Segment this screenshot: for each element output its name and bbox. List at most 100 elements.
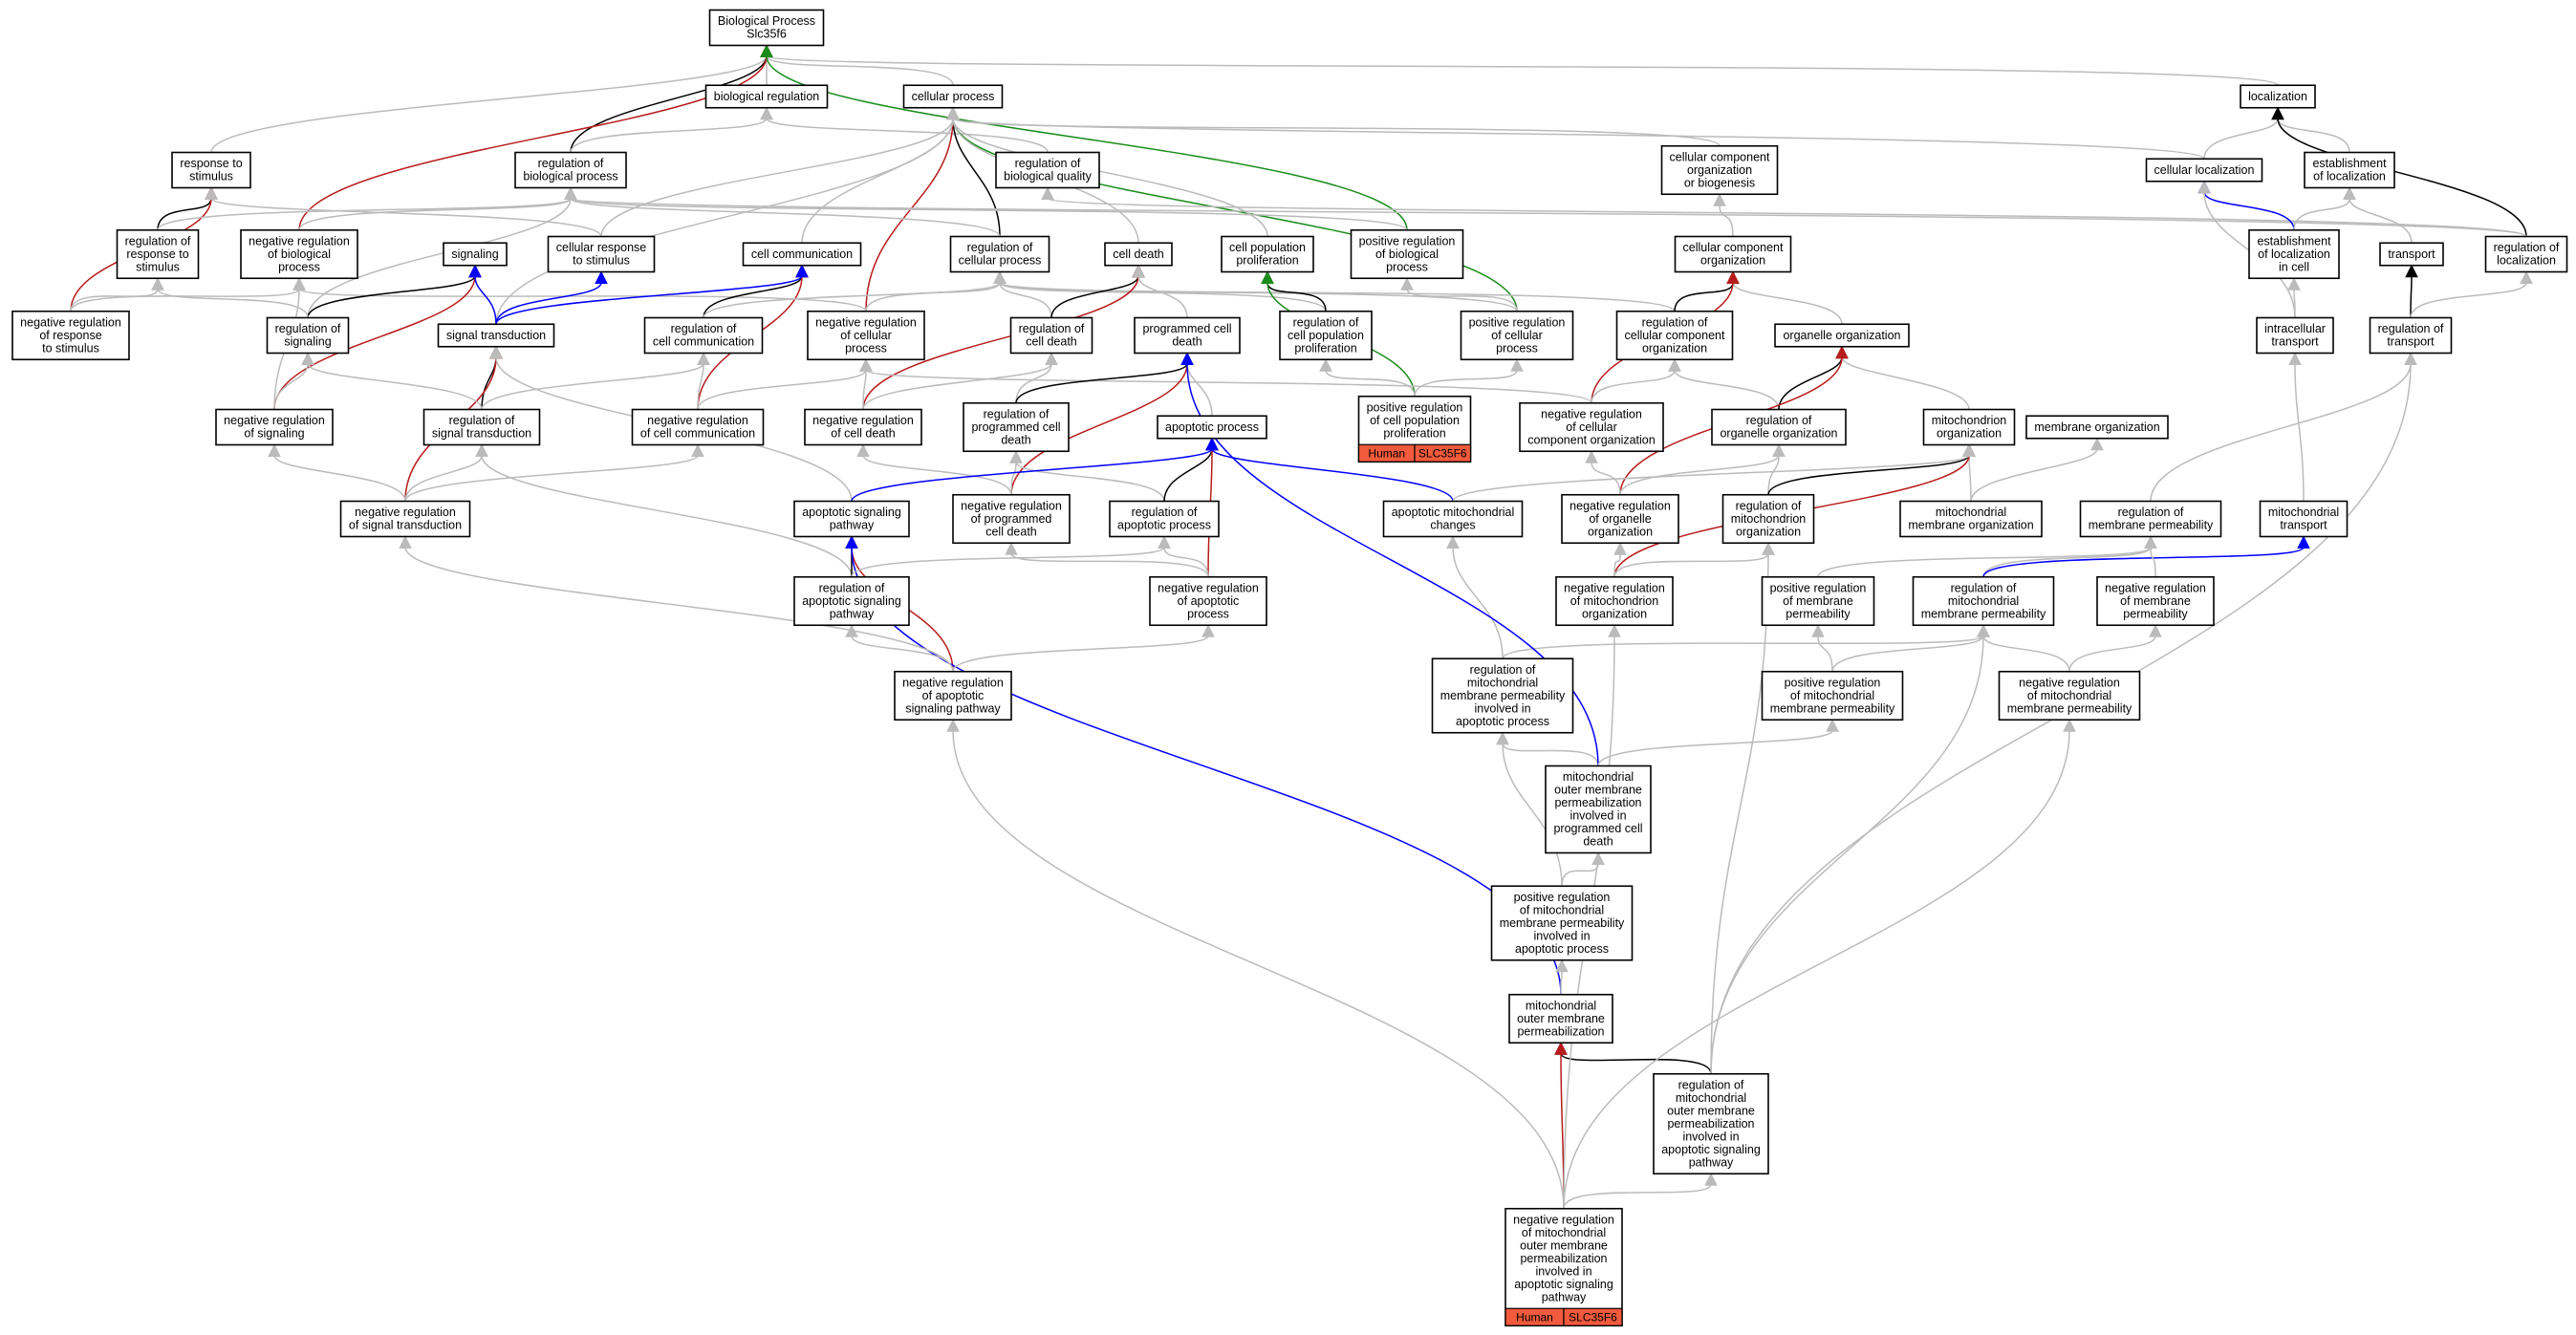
go-term-node-apop-proc[interactable]: apoptotic process bbox=[1157, 415, 1267, 440]
node-label-line: membrane organization bbox=[1908, 519, 2033, 532]
go-term-node-sig-trans[interactable]: signal transduction bbox=[437, 323, 555, 348]
node-label-line: apoptotic process bbox=[1165, 420, 1259, 434]
arrowhead bbox=[1668, 358, 1681, 372]
node-label-line: signaling pathway bbox=[905, 701, 1001, 715]
go-term-node-cell-proc[interactable]: cellular process bbox=[902, 84, 1004, 109]
go-term-node-cell-loc[interactable]: cellular localization bbox=[2145, 158, 2263, 183]
edge-regulates bbox=[1261, 270, 1327, 312]
edge-is-a bbox=[2203, 106, 2284, 160]
arrowhead bbox=[1132, 264, 1145, 278]
go-term-node-cell-death[interactable]: cell death bbox=[1104, 242, 1173, 267]
node-label-line: cellular component bbox=[1683, 241, 1784, 254]
go-term-node-transport[interactable]: transport bbox=[2379, 242, 2444, 267]
edge-occurs-in bbox=[1205, 437, 1454, 502]
edge-is-a bbox=[952, 624, 1215, 673]
go-term-node-bio-reg[interactable]: biological regulation bbox=[704, 84, 829, 109]
node-label-line: cellular process bbox=[959, 254, 1042, 268]
node-box bbox=[894, 670, 1012, 721]
go-term-node-signaling[interactable]: signaling bbox=[443, 242, 508, 267]
go-term-node-cell-comm[interactable]: cell communication bbox=[742, 242, 862, 267]
node-label-line: transport bbox=[2387, 335, 2435, 349]
go-term-node-membrane-org[interactable]: membrane organization bbox=[2025, 415, 2169, 440]
edge-is-a bbox=[1831, 624, 1990, 672]
edge-is-a bbox=[1613, 542, 1627, 577]
go-term-node-localization[interactable]: localization bbox=[2240, 84, 2316, 109]
edge-occurs-in bbox=[495, 264, 809, 325]
node-label-line: pathway bbox=[1542, 1290, 1587, 1303]
node-label-line: regulation of bbox=[1678, 1078, 1744, 1091]
node-label-line: mitochondrion bbox=[1932, 414, 2007, 427]
edge-occurs-in bbox=[1982, 535, 2310, 578]
node-box bbox=[995, 151, 1100, 189]
node-box bbox=[1721, 493, 1815, 545]
node-label-line: mitochondrion bbox=[1731, 512, 1807, 526]
edge-is-a bbox=[2288, 352, 2305, 502]
node-label-line: transport bbox=[2388, 248, 2435, 261]
go-term-node-organelle-org[interactable]: organelle organization bbox=[1774, 323, 1910, 348]
arrowhead bbox=[2520, 270, 2533, 284]
edge-is-a bbox=[851, 535, 1171, 578]
node-label-line: organization bbox=[1687, 163, 1752, 177]
